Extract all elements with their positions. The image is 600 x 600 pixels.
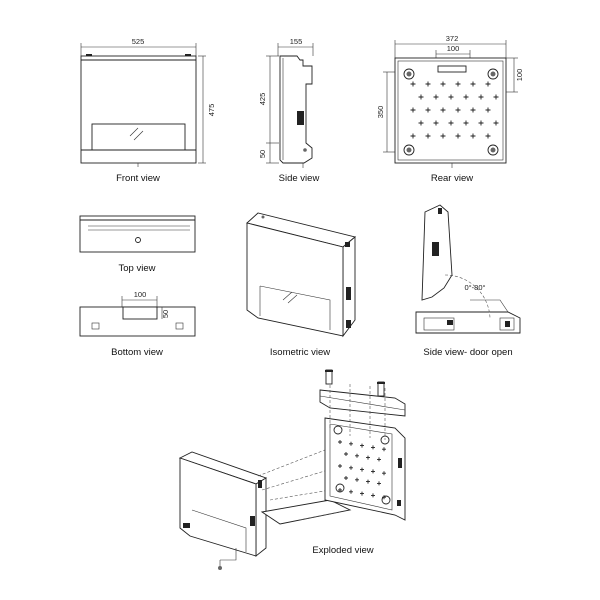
perforation-cross xyxy=(338,488,342,492)
side-lower-dimension: 50 xyxy=(258,150,267,158)
perforation-cross xyxy=(410,107,416,113)
perforation-cross xyxy=(485,81,491,87)
perforation-cross xyxy=(455,81,461,87)
perforation-cross xyxy=(485,133,491,139)
perforation-cross xyxy=(360,443,364,448)
door-angle-label: 0°-80° xyxy=(464,283,485,292)
perforation-cross xyxy=(338,440,342,444)
perforation-cross xyxy=(366,479,370,484)
perforation-cross xyxy=(377,481,381,486)
bottom-height-dimension: 50 xyxy=(161,310,170,318)
perforation-cross xyxy=(382,471,386,476)
perforation-cross xyxy=(493,94,499,100)
front-height-dimension: 475 xyxy=(207,104,216,117)
perforation-cross xyxy=(377,457,381,462)
side-upper-dimension: 425 xyxy=(258,93,267,106)
exploded-view: Exploded view xyxy=(178,369,406,570)
perforation-cross xyxy=(470,133,476,139)
perforation-cross xyxy=(433,120,439,126)
top-view: Top view xyxy=(79,215,196,274)
perforation-cross xyxy=(463,120,469,126)
rear-view-caption: Rear view xyxy=(431,173,473,184)
door-open-view: 0°-80° Side view- door open xyxy=(415,204,521,358)
rear-view: 372 100 350 100 Rear view xyxy=(376,34,524,184)
front-view: 525 475 Front view xyxy=(80,37,216,184)
perforation-cross xyxy=(485,107,491,113)
perforation-cross xyxy=(455,133,461,139)
front-view-caption: Front view xyxy=(116,173,160,184)
perforation-cross xyxy=(344,476,348,480)
side-depth-dimension: 155 xyxy=(290,37,303,46)
perforation-cross xyxy=(448,120,454,126)
perforation-cross xyxy=(418,120,424,126)
perforation-cross xyxy=(433,94,439,100)
perforation-cross xyxy=(493,120,499,126)
perforation-cross xyxy=(382,447,386,452)
perforation-cross xyxy=(425,107,431,113)
top-view-caption: Top view xyxy=(119,263,156,274)
perforation-cross xyxy=(366,455,370,460)
perforation-cross xyxy=(344,452,348,456)
perforation-cross xyxy=(355,477,359,482)
bottom-width-dimension: 100 xyxy=(134,290,147,299)
rear-width-dimension: 372 xyxy=(446,34,459,43)
exploded-view-caption: Exploded view xyxy=(312,545,373,556)
perforation-cross xyxy=(418,94,424,100)
perforation-cross xyxy=(349,465,353,470)
perforation-cross xyxy=(440,133,446,139)
rear-height-dimension: 350 xyxy=(376,106,385,119)
perforation-cross xyxy=(410,133,416,139)
perforation-cross xyxy=(371,469,375,474)
perforation-cross xyxy=(349,441,353,446)
perforation-cross xyxy=(425,81,431,87)
perforation-cross xyxy=(440,107,446,113)
perforation-cross xyxy=(478,94,484,100)
perforation-cross xyxy=(448,94,454,100)
perforation-cross xyxy=(410,81,416,87)
rear-inner-width-dimension: 100 xyxy=(447,44,460,53)
front-width-dimension: 525 xyxy=(132,37,145,46)
side-view: 155 425 50 Side view xyxy=(258,37,319,184)
perforation-cross xyxy=(371,445,375,450)
door-open-view-caption: Side view- door open xyxy=(423,347,512,358)
bottom-view-caption: Bottom view xyxy=(111,347,163,358)
perforation-cross xyxy=(440,81,446,87)
perforation-cross xyxy=(470,107,476,113)
isometric-view-caption: Isometric view xyxy=(270,347,330,358)
bottom-view: 100 50 Bottom view xyxy=(79,290,196,358)
perforation-cross xyxy=(371,493,375,498)
perforation-cross xyxy=(425,133,431,139)
rear-inner-height-dimension: 100 xyxy=(515,69,524,82)
isometric-view: Isometric view xyxy=(246,212,356,358)
perforation-cross xyxy=(360,491,364,496)
perforation-cross xyxy=(455,107,461,113)
perforation-cross xyxy=(355,453,359,458)
perforation-cross xyxy=(349,489,353,494)
perforation-cross xyxy=(338,464,342,468)
perforation-cross xyxy=(478,120,484,126)
side-view-caption: Side view xyxy=(279,173,320,184)
perforation-cross xyxy=(470,81,476,87)
perforation-cross xyxy=(463,94,469,100)
perforation-cross xyxy=(360,467,364,472)
